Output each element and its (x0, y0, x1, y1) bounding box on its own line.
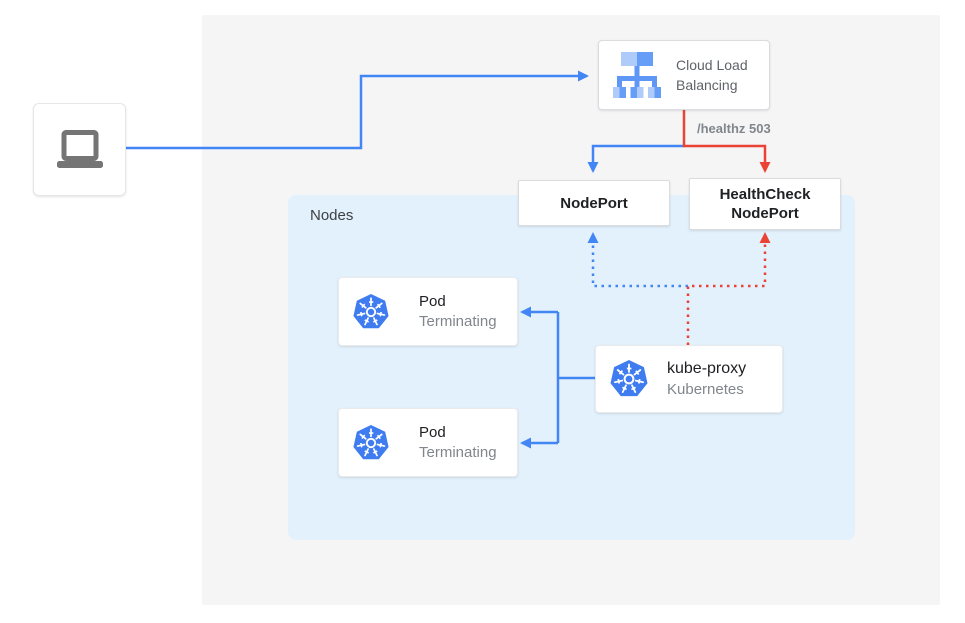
laptop-icon (47, 122, 113, 177)
kube-proxy-card: kube-proxy Kubernetes (595, 345, 783, 413)
arrow-load-balancer-to-healthcheck-nodeport (682, 110, 771, 173)
healthcheck-nodeport-label: HealthCheck NodePort (719, 186, 811, 222)
nodeport-card: NodePort (518, 180, 670, 226)
arrow-load-balancer-to-nodeport (587, 144, 684, 173)
pod-2-status: Terminating (419, 444, 497, 461)
kubernetes-icon (352, 423, 390, 460)
pod-2-card: Pod Terminating (338, 408, 518, 477)
client-device-card (33, 103, 126, 196)
kubernetes-icon (609, 359, 649, 398)
cloud-load-balancing-card: Cloud Load Balancing (598, 40, 770, 110)
kube-proxy-subtitle: Kubernetes (667, 381, 744, 398)
nodeport-label: NodePort (560, 194, 628, 212)
cloud-load-balancing-label: Cloud Load Balancing (676, 57, 748, 93)
dotted-arrow-kube-proxy-to-nodeport (587, 232, 688, 288)
pod-2-title: Pod (419, 424, 446, 441)
kube-proxy-title: kube-proxy (667, 360, 747, 377)
pod-1-title: Pod (419, 293, 446, 310)
pod-1-card: Pod Terminating (338, 277, 518, 346)
line-kube-proxy-to-pods (556, 312, 595, 443)
kubernetes-icon (352, 292, 390, 329)
healthz-503-label: /healthz 503 (697, 121, 771, 136)
pod-1-status: Terminating (419, 313, 497, 330)
arrow-client-to-load-balancer (126, 70, 589, 150)
load-balancer-icon (613, 52, 661, 98)
nodes-group-label: Nodes (310, 207, 354, 224)
healthcheck-nodeport-card: HealthCheck NodePort (689, 178, 841, 230)
dotted-arrow-kube-proxy-to-healthcheck-nodeport (686, 232, 771, 345)
